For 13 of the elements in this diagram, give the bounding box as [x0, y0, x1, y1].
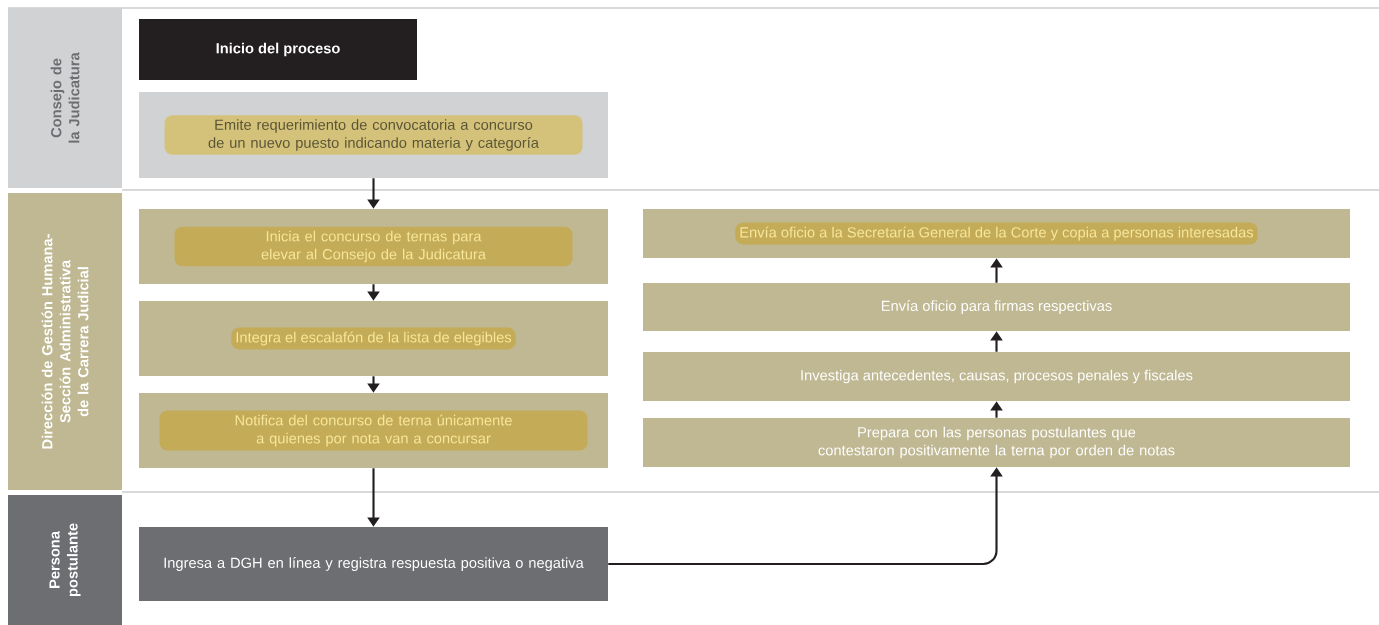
- process-box: Emite requerimiento de convocatoria a concurso de un nuevo puesto indicando materia y categoría: [139, 92, 608, 178]
- process-box: Envía oficio para firmas respectivas: [643, 283, 1350, 331]
- process-box: Inicia el concurso de ternas para elevar al Consejo de la Judicatura: [139, 209, 608, 284]
- lane-header: Dirección de Gestión Humana- Sección Administrativa de la Carrera Judicial: [8, 193, 122, 490]
- process-box: Investiga antecedentes, causas, procesos penales y fiscales: [643, 352, 1350, 401]
- process-box: Ingresa a DGH en línea y registra respuesta positiva o negativa: [139, 527, 608, 601]
- process-box: Envía oficio a la Secretaría General de la Corte y copia a personas interesadas: [643, 209, 1350, 258]
- lane-header: Consejo de la Judicatura: [8, 8, 122, 188]
- process-box: Integra el escalafón de la lista de elegibles: [139, 301, 608, 376]
- process-box: Notifica del concurso de terna únicamente a quienes por nota van a concursar: [139, 393, 608, 468]
- process-box: Prepara con las personas postulantes que contestaron positivamente la terna por orden de notas: [643, 418, 1350, 467]
- start-box: Inicio del proceso: [139, 19, 417, 80]
- lane-header: Persona postulante: [8, 495, 122, 625]
